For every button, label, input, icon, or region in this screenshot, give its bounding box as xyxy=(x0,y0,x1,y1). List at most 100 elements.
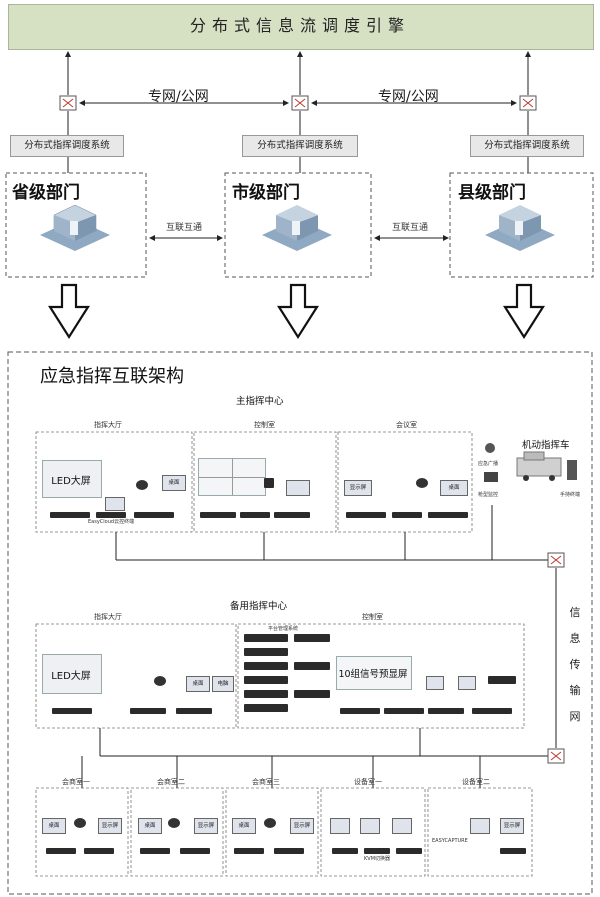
equipment-device xyxy=(500,848,526,854)
meeting-room-2-label: 会商室二 xyxy=(157,778,185,786)
department-county-title: 县级部门 xyxy=(458,183,526,203)
room-device xyxy=(46,848,76,854)
server-rack xyxy=(244,662,288,670)
network-label-left: 专网/公网 xyxy=(148,89,209,105)
led-screen xyxy=(42,460,102,498)
main-center-title: 主指挥中心 xyxy=(236,396,284,407)
backup-control-device xyxy=(384,708,424,714)
backup-room-control-label: 控制室 xyxy=(362,613,383,621)
backup-center-title: 备用指挥中心 xyxy=(230,601,288,612)
backup-pc: 电脑 xyxy=(212,676,234,692)
mobile-item-handheld: 手持终端 xyxy=(560,492,581,498)
platform-label: 平台管理系统 xyxy=(268,626,299,632)
easycloud-label: EasyCloud云控终端 xyxy=(88,519,135,525)
equipment-room-1-label: 设备室一 xyxy=(354,778,382,786)
department-city-title: 市级部门 xyxy=(232,183,300,203)
main-room-control-label: 控制室 xyxy=(254,421,275,429)
info-network-text: 信息传输网 xyxy=(569,606,581,723)
equipment-pc xyxy=(470,818,490,834)
control-device xyxy=(200,512,236,518)
backup-led-label: LED大屏 xyxy=(51,671,91,682)
main-room-meeting-label: 会议室 xyxy=(396,421,417,429)
meeting-display: 显示屏 xyxy=(194,818,218,834)
easycloud-device xyxy=(96,512,126,518)
backup-room-hall-label: 指挥大厅 xyxy=(94,613,122,621)
backup-led-screen xyxy=(42,654,102,694)
meeting-device xyxy=(346,512,386,518)
preview-wall-label: 10组信号预显屏 xyxy=(338,669,408,680)
architecture-title: 应急指挥互联架构 xyxy=(40,366,184,387)
control-device xyxy=(240,512,270,518)
banner-title: 分布式信息流调度引擎 xyxy=(189,16,410,35)
backup-device xyxy=(130,708,166,714)
main-room-hall-label: 指挥大厅 xyxy=(94,421,122,429)
camera-icon xyxy=(74,818,86,828)
meeting-display: 显示屏 xyxy=(290,818,314,834)
meeting-desktop: 桌面 xyxy=(232,818,256,834)
room-device xyxy=(274,848,304,854)
control-monitor xyxy=(458,676,476,690)
backup-control-device xyxy=(472,708,512,714)
led-screen-label: LED大屏 xyxy=(51,476,91,487)
decoder-device xyxy=(50,512,90,518)
system-box-county: 分布式指挥调度系统 xyxy=(470,135,584,157)
room-device xyxy=(180,848,210,854)
decoder-device xyxy=(134,512,174,518)
pc-monitor xyxy=(105,497,125,511)
equipment-device xyxy=(396,848,422,854)
meeting-display: 显示屏 xyxy=(344,480,372,496)
server-rack xyxy=(244,704,288,712)
meeting-desktop: 桌面 xyxy=(42,818,66,834)
server-rack xyxy=(294,634,330,642)
desktop-monitor: 桌面 xyxy=(162,475,186,491)
control-device xyxy=(274,512,310,518)
meeting-room-3-label: 会商室三 xyxy=(252,778,280,786)
server-rack xyxy=(244,648,288,656)
video-wall xyxy=(198,458,266,496)
equipment-pc xyxy=(392,818,412,834)
camera-icon xyxy=(154,676,166,686)
control-device xyxy=(264,478,274,488)
meeting-device xyxy=(428,512,468,518)
interconnect-label-right: 互联互通 xyxy=(392,223,429,233)
system-box-city: 分布式指挥调度系统 xyxy=(242,135,358,157)
network-label-right: 专网/公网 xyxy=(378,89,439,105)
equipment-pc xyxy=(330,818,350,834)
preview-wall xyxy=(336,656,412,690)
server-rack xyxy=(294,690,330,698)
kvm-label: KVM切换器 xyxy=(364,856,391,862)
meeting-display: 显示屏 xyxy=(98,818,122,834)
server-rack xyxy=(244,676,288,684)
backup-control-device xyxy=(340,708,380,714)
equipment-device xyxy=(332,848,358,854)
info-network-label: 信息传输网 xyxy=(568,600,582,730)
interconnect-label-left: 互联互通 xyxy=(166,223,203,233)
system-box-province: 分布式指挥调度系统 xyxy=(10,135,124,157)
camera-icon xyxy=(136,480,148,490)
control-monitor xyxy=(426,676,444,690)
backup-control-device xyxy=(428,708,464,714)
backup-desktop: 桌面 xyxy=(186,676,210,692)
kvm-switch xyxy=(364,848,390,854)
camera-icon xyxy=(168,818,180,828)
meeting-device xyxy=(392,512,422,518)
mobile-item-broadcast: 应急广播 xyxy=(478,461,499,467)
room-device xyxy=(234,848,264,854)
equipment-pc xyxy=(360,818,380,834)
server-rack xyxy=(294,662,330,670)
meeting-display: 显示屏 xyxy=(500,818,524,834)
mobile-item-camera: 枪型监控 xyxy=(478,492,499,498)
backup-device xyxy=(176,708,212,714)
control-device xyxy=(488,676,516,684)
camera-icon xyxy=(416,478,428,488)
department-province-title: 省级部门 xyxy=(12,183,80,203)
room-device xyxy=(140,848,170,854)
camera-icon xyxy=(264,818,276,828)
backup-device xyxy=(52,708,92,714)
room-device xyxy=(84,848,114,854)
meeting-room-1-label: 会商室一 xyxy=(62,778,90,786)
meeting-desktop: 桌面 xyxy=(440,480,468,496)
equipment-room-2-label: 设备室二 xyxy=(462,778,490,786)
control-monitor xyxy=(286,480,310,496)
